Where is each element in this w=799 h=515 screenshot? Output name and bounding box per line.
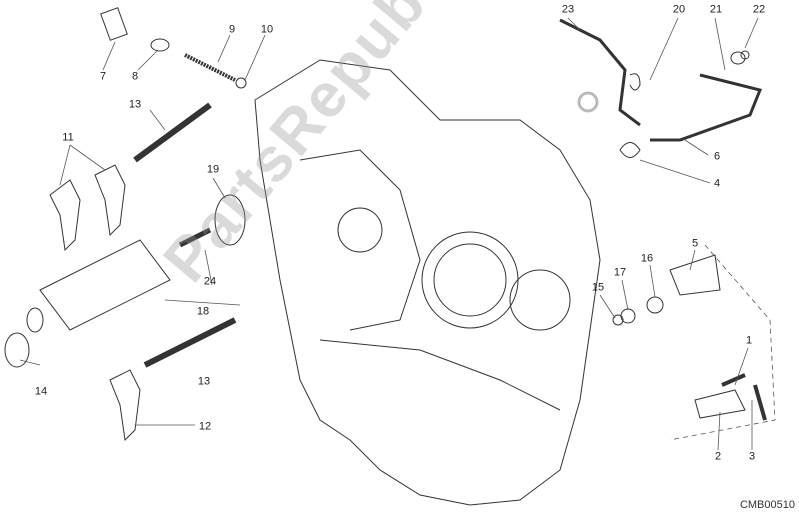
callout-5: 5: [691, 237, 699, 250]
callout-7: 7: [99, 70, 107, 83]
callout-21: 21: [709, 3, 723, 16]
diagram-code: CMB00510: [739, 499, 795, 511]
pin-part: [100, 7, 128, 41]
callout-16: 16: [640, 252, 654, 265]
gear-icon: [577, 91, 599, 113]
fork-part: [49, 179, 81, 252]
callout-19: 19: [206, 163, 220, 176]
callout-9: 9: [228, 23, 236, 36]
callout-2: 2: [714, 450, 722, 463]
callout-24: 24: [203, 275, 217, 288]
callout-3: 3: [748, 450, 756, 463]
callout-22: 22: [752, 3, 766, 16]
callout-14: 14: [34, 385, 48, 398]
callout-18: 18: [196, 305, 210, 318]
callout-15: 15: [591, 281, 605, 294]
callout-20: 20: [672, 3, 686, 16]
callout-4: 4: [713, 177, 721, 190]
callout-13b: 13: [197, 375, 211, 388]
callout-10: 10: [260, 23, 274, 36]
crankcase-bore: [421, 231, 519, 329]
spring-part: [184, 53, 236, 82]
shift-lever: [559, 18, 641, 127]
callout-12: 12: [198, 420, 212, 433]
shift-drum: [39, 239, 171, 331]
callout-17: 17: [613, 266, 627, 279]
callout-23: 23: [561, 3, 575, 16]
callout-6: 6: [713, 150, 721, 163]
crankcase-half: [254, 59, 601, 506]
callout-13: 13: [128, 98, 142, 111]
callout-11: 11: [62, 131, 74, 144]
callout-8: 8: [131, 70, 139, 83]
callout-1: 1: [745, 334, 753, 347]
